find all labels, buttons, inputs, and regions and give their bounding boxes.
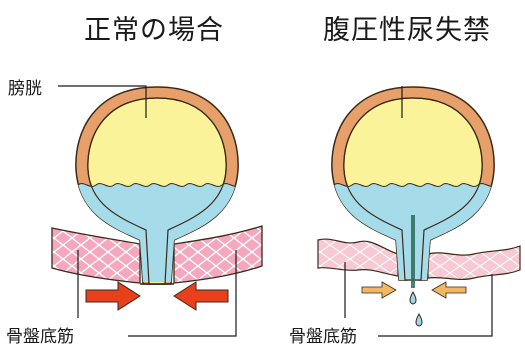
label-bladder: 膀胱 — [8, 74, 42, 99]
label-pelvic-floor-left: 骨盤底筋 — [6, 322, 74, 347]
arrow-left-weak — [432, 282, 466, 298]
leak-stream — [411, 215, 415, 288]
arrow-right-strong — [86, 282, 140, 310]
title-stress-incontinence: 腹圧性尿失禁 — [323, 8, 491, 47]
leader-floor-right-2 — [378, 274, 492, 336]
urine-drop-2 — [416, 314, 422, 326]
arrow-left-strong — [174, 282, 228, 310]
label-pelvic-floor-right: 骨盤底筋 — [289, 322, 357, 347]
urine-drop-1 — [410, 292, 416, 304]
title-normal: 正常の場合 — [84, 8, 224, 47]
arrow-right-weak — [362, 282, 396, 298]
